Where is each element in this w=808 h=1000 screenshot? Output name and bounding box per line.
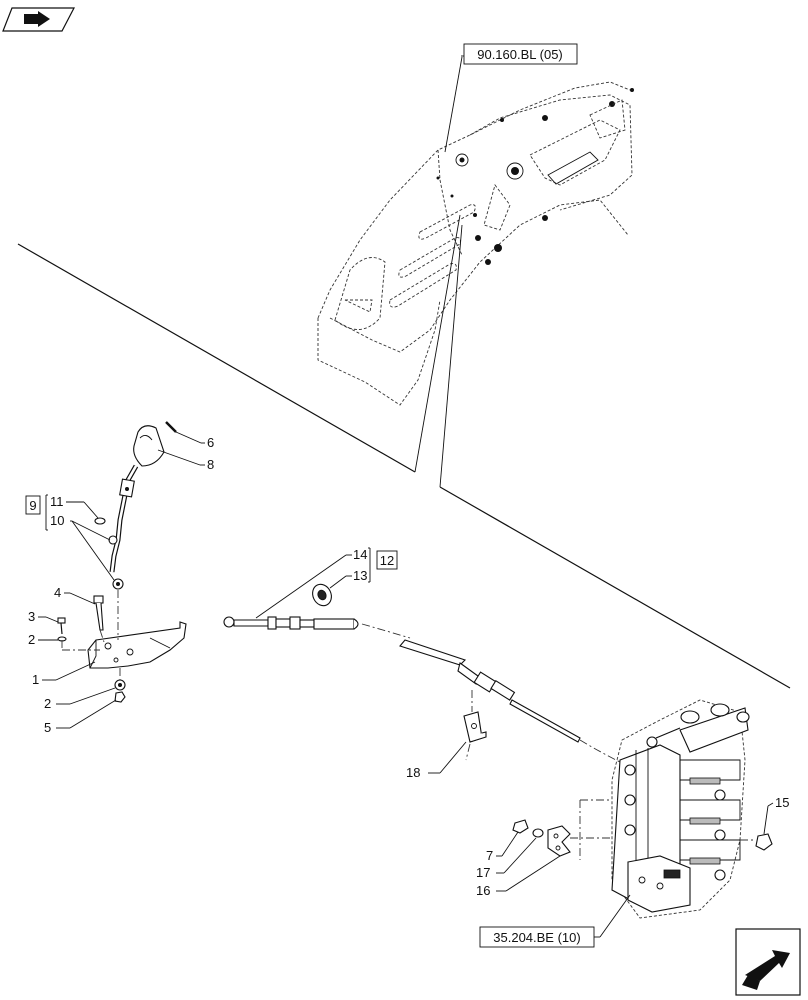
callout-9: 9 — [25, 495, 41, 515]
callout-8: 8 — [207, 457, 214, 472]
small-hardware — [512, 819, 773, 857]
leader-lines — [38, 431, 774, 892]
svg-text:9: 9 — [29, 498, 36, 513]
callout-10: 10 — [50, 513, 64, 528]
cable-clip — [463, 711, 487, 743]
valve-block — [611, 699, 750, 919]
lever-bracket — [57, 595, 187, 703]
callout-11: 11 — [50, 494, 64, 509]
section-boundary — [17, 243, 791, 689]
callout-14: 14 — [353, 547, 367, 562]
previous-page-icon[interactable] — [2, 7, 75, 32]
callout-3: 3 — [28, 609, 35, 624]
control-cable — [223, 583, 621, 763]
callout-18: 18 — [406, 765, 420, 780]
callout-13: 13 — [353, 568, 367, 583]
shift-lever-assembly — [94, 421, 177, 590]
callout-4: 4 — [54, 585, 61, 600]
callout-2-lower: 2 — [44, 696, 51, 711]
callout-labels: 6 8 9 11 10 4 3 2 1 2 5 14 13 12 18 15 7… — [25, 435, 789, 898]
callout-12: 12 — [376, 550, 398, 570]
callout-6: 6 — [207, 435, 214, 450]
callout-5: 5 — [44, 720, 51, 735]
callout-2-upper: 2 — [28, 632, 35, 647]
reference-box-top[interactable]: 90.160.BL (05) — [463, 43, 578, 65]
rear-fender-outline — [317, 81, 634, 406]
svg-text:90.160.BL (05): 90.160.BL (05) — [477, 47, 563, 62]
next-page-icon[interactable] — [735, 928, 801, 996]
svg-text:12: 12 — [380, 553, 394, 568]
svg-text:35.204.BE (10): 35.204.BE (10) — [493, 930, 580, 945]
callout-1: 1 — [32, 672, 39, 687]
callout-15: 15 — [775, 795, 789, 810]
reference-box-bottom[interactable]: 35.204.BE (10) — [479, 926, 595, 948]
callout-17: 17 — [476, 865, 490, 880]
callout-16: 16 — [476, 883, 490, 898]
callout-7: 7 — [486, 848, 493, 863]
